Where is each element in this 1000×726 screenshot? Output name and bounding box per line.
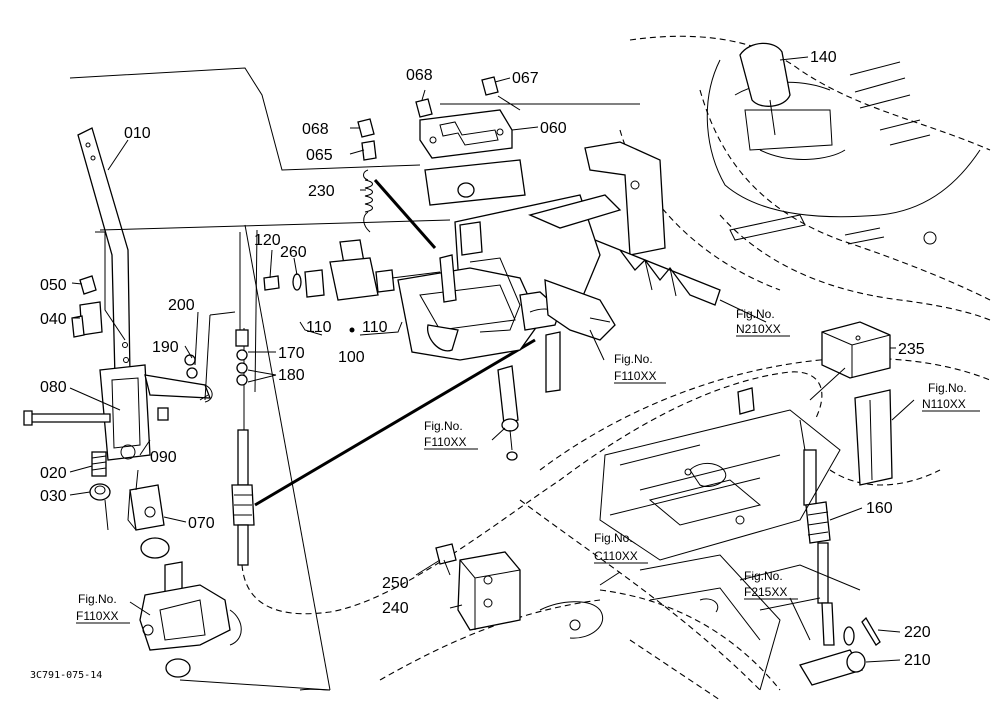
ref-f110-lower-line2: F110XX	[76, 609, 118, 623]
label-220: 220	[904, 624, 931, 641]
label-070: 070	[188, 515, 215, 532]
part-labels: 010 020 030 040 050 060 065 067 068 068 …	[40, 49, 931, 669]
ref-f215-line1: Fig.No.	[744, 569, 783, 583]
pin-080	[23, 410, 111, 426]
label-060: 060	[540, 120, 567, 137]
label-030: 030	[40, 488, 67, 505]
label-160: 160	[866, 500, 893, 517]
lower-floor	[539, 554, 861, 691]
bolt-250	[435, 543, 457, 576]
label-040: 040	[40, 311, 67, 328]
leader-cable-to-plate	[254, 338, 536, 507]
spring-020	[91, 451, 107, 477]
lower-linkage	[139, 537, 242, 678]
label-120: 120	[254, 232, 281, 249]
label-140: 140	[810, 49, 837, 66]
label-010: 010	[124, 125, 151, 142]
lower-rod	[497, 365, 519, 461]
ref-c110-line2: C110XX	[594, 549, 638, 563]
label-068-upper: 068	[406, 67, 433, 84]
shift-lever	[77, 127, 131, 379]
ref-f110-mid-line1: Fig.No.	[424, 419, 463, 433]
floor-plate	[599, 409, 841, 561]
washer-200	[186, 367, 198, 379]
label-235: 235	[898, 341, 925, 358]
gate-plate	[594, 239, 721, 306]
cable-160	[799, 419, 881, 686]
label-067: 067	[512, 70, 539, 87]
label-230: 230	[308, 183, 335, 200]
ref-c110-line1: Fig.No.	[594, 531, 633, 545]
ref-f110-lower-line1: Fig.No.	[78, 592, 117, 606]
label-090: 090	[150, 449, 177, 466]
ref-f110-upper-line2: F110XX	[614, 369, 656, 383]
ref-n210-line1: Fig.No.	[736, 307, 775, 321]
bolt-065	[361, 140, 377, 161]
block-235	[809, 321, 891, 401]
ref-n110-line2: N110XX	[922, 397, 966, 411]
leader-spring	[373, 179, 437, 249]
label-180: 180	[278, 367, 305, 384]
label-250: 250	[382, 575, 409, 592]
bracket-240	[457, 551, 521, 631]
label-260: 260	[280, 244, 307, 261]
frame-lines	[69, 67, 451, 691]
nut-090	[157, 407, 169, 421]
label-100: 100	[338, 349, 365, 366]
bracket-n110	[737, 387, 893, 486]
label-110-right: 110	[362, 319, 388, 336]
bolt-067	[481, 76, 499, 96]
spring-230	[363, 169, 373, 233]
label-020: 020	[40, 465, 67, 482]
label-050: 050	[40, 277, 67, 294]
plate-060	[419, 109, 513, 159]
nut-190	[184, 354, 196, 366]
label-080: 080	[40, 379, 67, 396]
shift-cable	[231, 328, 823, 615]
ref-f110-upper-line1: Fig.No.	[614, 352, 653, 366]
bracket-040	[71, 301, 103, 338]
lever-holder	[99, 364, 213, 461]
ref-n210-line2: N210XX	[736, 322, 781, 336]
label-170: 170	[278, 345, 305, 362]
leader-lines	[69, 56, 915, 663]
figure-references: Fig.No. N210XX Fig.No. F110XX Fig.No. N1…	[76, 307, 980, 624]
label-065: 065	[306, 147, 333, 164]
label-210: 210	[904, 652, 931, 669]
ref-f110-mid-line2: F110XX	[424, 435, 466, 449]
label-200: 200	[168, 297, 195, 314]
nut-068-left	[357, 118, 375, 138]
label-190: 190	[152, 339, 179, 356]
label-110-left: 110	[306, 319, 332, 336]
guide-070	[127, 484, 165, 531]
main-bracket	[397, 141, 666, 393]
ref-f215-line2: F215XX	[744, 585, 787, 599]
shift-console	[706, 59, 981, 245]
shift-knob	[739, 42, 791, 136]
label-068-left: 068	[302, 121, 329, 138]
drawing-code: 3C791-075-14	[30, 670, 102, 681]
label-240: 240	[382, 600, 409, 617]
tractor-body-outline	[379, 35, 991, 701]
nut-050	[79, 275, 97, 295]
nut-068-upper	[415, 98, 433, 118]
ref-n110-line1: Fig.No.	[928, 381, 967, 395]
